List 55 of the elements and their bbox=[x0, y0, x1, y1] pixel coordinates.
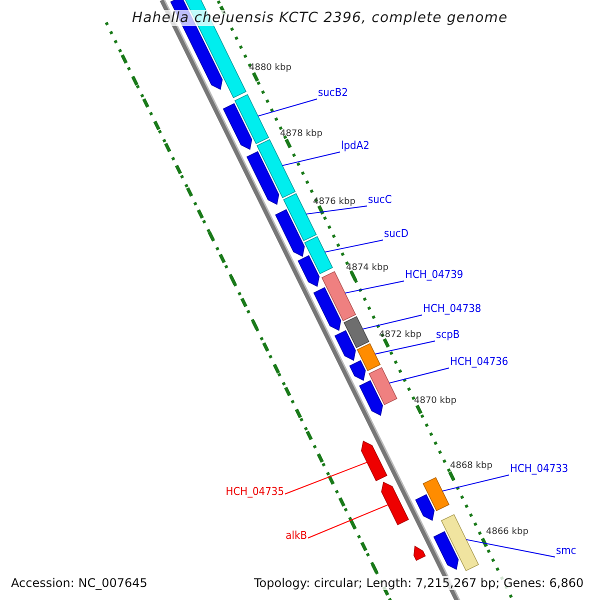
scale-label: 4868 kbp bbox=[450, 462, 492, 471]
gene-label: sucB2 bbox=[318, 87, 348, 98]
genome-info-text: Topology: circular; Length: 7,215,267 bp; Genes: 6,860 bbox=[252, 576, 586, 590]
gene-label: sucD bbox=[384, 228, 408, 239]
gene-feature bbox=[422, 477, 450, 512]
gene-label: alkB bbox=[286, 530, 307, 541]
scale-label: 4866 kbp bbox=[486, 528, 528, 537]
coding-gene-feature bbox=[313, 287, 342, 331]
gene-label: lpdA2 bbox=[341, 140, 370, 151]
leader-line bbox=[466, 539, 556, 558]
scale-label: 4878 kbp bbox=[280, 130, 322, 139]
coding-gene-feature bbox=[349, 360, 366, 381]
scale-label: 4870 kbp bbox=[414, 397, 456, 406]
coding-gene-feature bbox=[334, 330, 356, 361]
gene-feature bbox=[440, 514, 479, 572]
accession-text: Accession: NC_007645 bbox=[9, 576, 150, 590]
coding-gene-feature bbox=[246, 151, 280, 205]
leader-line bbox=[362, 314, 422, 330]
coding-gene-feature bbox=[222, 103, 252, 150]
scale-label: 4872 kbp bbox=[379, 331, 422, 340]
scale-label: 4874 kbp bbox=[346, 264, 388, 273]
leader-line bbox=[442, 474, 510, 492]
coding-gene-feature bbox=[361, 440, 388, 482]
gene-label: HCH_04736 bbox=[450, 356, 508, 367]
leader-line bbox=[258, 98, 318, 117]
gene-feature bbox=[321, 271, 356, 322]
coding-gene-feature bbox=[298, 255, 320, 287]
gene-label: scpB bbox=[436, 329, 460, 340]
leader-line bbox=[308, 504, 388, 538]
leader-line bbox=[284, 462, 368, 494]
coding-gene-feature bbox=[433, 531, 459, 570]
gene-label: sucC bbox=[368, 194, 392, 205]
coding-gene-feature bbox=[415, 494, 435, 521]
gene-feature bbox=[344, 316, 370, 348]
leader-line bbox=[344, 280, 404, 294]
coding-gene-feature bbox=[359, 380, 383, 416]
gene-label: HCH_04735 bbox=[226, 486, 284, 497]
scale-label: 4876 kbp bbox=[313, 198, 356, 207]
gene-feature bbox=[256, 139, 296, 198]
scale-label: 4880 kbp bbox=[249, 64, 292, 73]
gene-feature bbox=[304, 236, 333, 274]
gene-label: HCH_04738 bbox=[423, 303, 482, 314]
gene-feature bbox=[356, 343, 381, 372]
gene-label: HCH_04733 bbox=[510, 463, 568, 474]
leader-line bbox=[306, 206, 368, 215]
leader-line bbox=[282, 152, 340, 166]
coding-gene-feature bbox=[381, 482, 409, 526]
gene-feature bbox=[368, 367, 398, 406]
coding-gene-feature bbox=[275, 209, 305, 257]
gene-feature bbox=[234, 94, 270, 144]
gene-label: smc bbox=[556, 545, 576, 556]
gene-label: HCH_04739 bbox=[405, 269, 464, 280]
leader-line bbox=[374, 340, 436, 355]
coding-gene-feature bbox=[414, 546, 426, 561]
leader-line bbox=[324, 240, 384, 253]
